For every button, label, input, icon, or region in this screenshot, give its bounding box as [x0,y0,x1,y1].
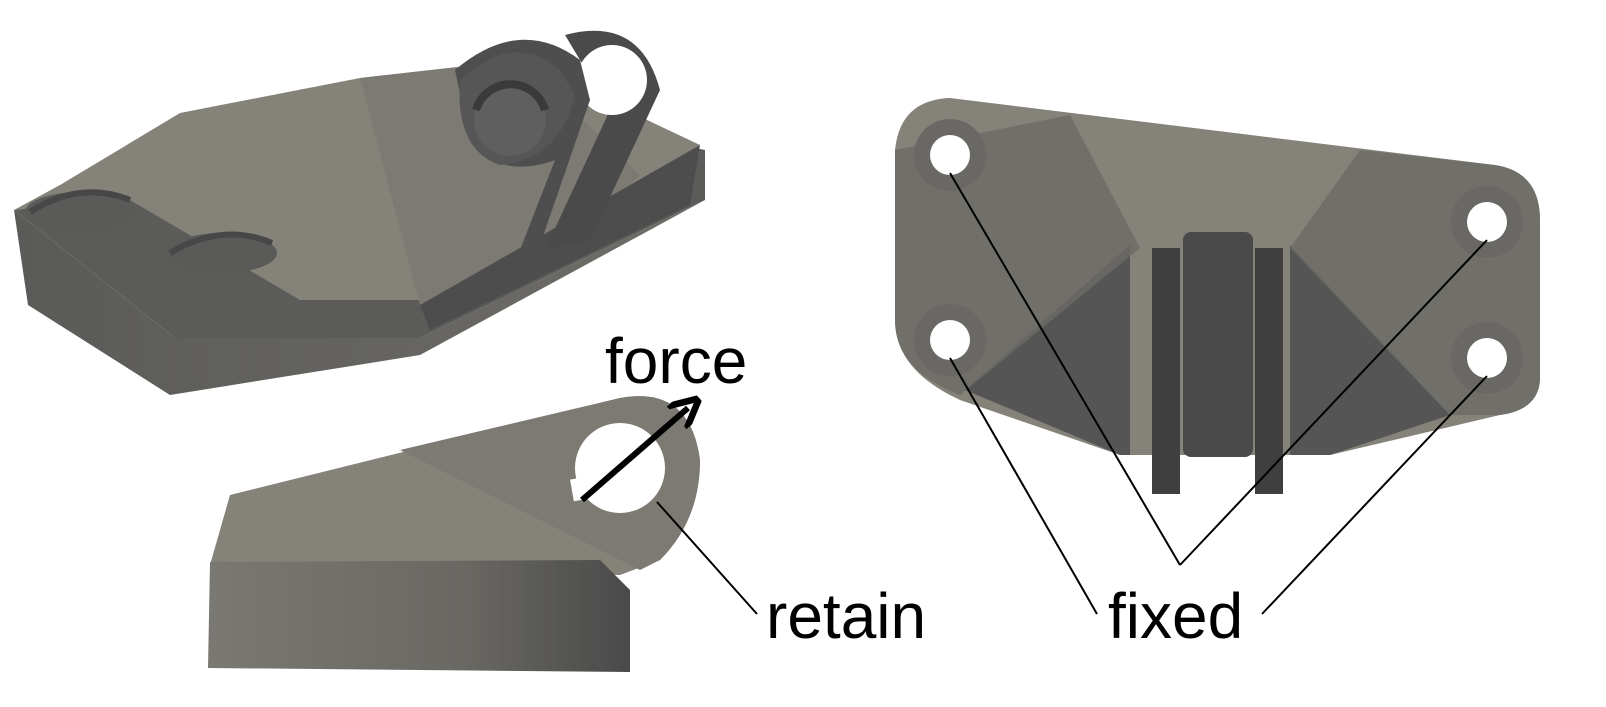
mount-hole-top-left [914,119,986,191]
force-label: force [605,325,747,397]
fixed-leader-bottom-right [1261,375,1488,615]
side-view-bracket [208,396,700,672]
bracket-base-bottom-face [14,200,705,395]
retain-leader-line [656,501,758,615]
fixed-label: fixed [1108,580,1243,652]
mount-hole-bottom-left [914,304,986,376]
bracket-base-front-face [14,145,705,338]
center-tongue [1183,232,1253,457]
lug-back-hole [577,45,647,115]
fixed-leader-bottom-left [949,357,1098,615]
force-arrow [580,408,688,503]
isometric-bracket-view [14,30,705,395]
top-view-bracket [895,98,1540,494]
annotations [580,172,1488,615]
mount-hole-bottom-right [1451,322,1523,394]
center-slot-left [1152,248,1180,494]
mount-hole-top-right [1451,186,1523,258]
center-slot-right [1255,248,1283,494]
top-view-rib-left [965,245,1130,455]
top-view-rib-right [1290,245,1450,455]
retain-label: retain [766,580,926,652]
side-view-front-face [208,560,630,672]
lug-front-hole [474,84,546,156]
fixed-leader-top-right [1179,239,1488,566]
fixed-leader-top-left [949,172,1181,566]
